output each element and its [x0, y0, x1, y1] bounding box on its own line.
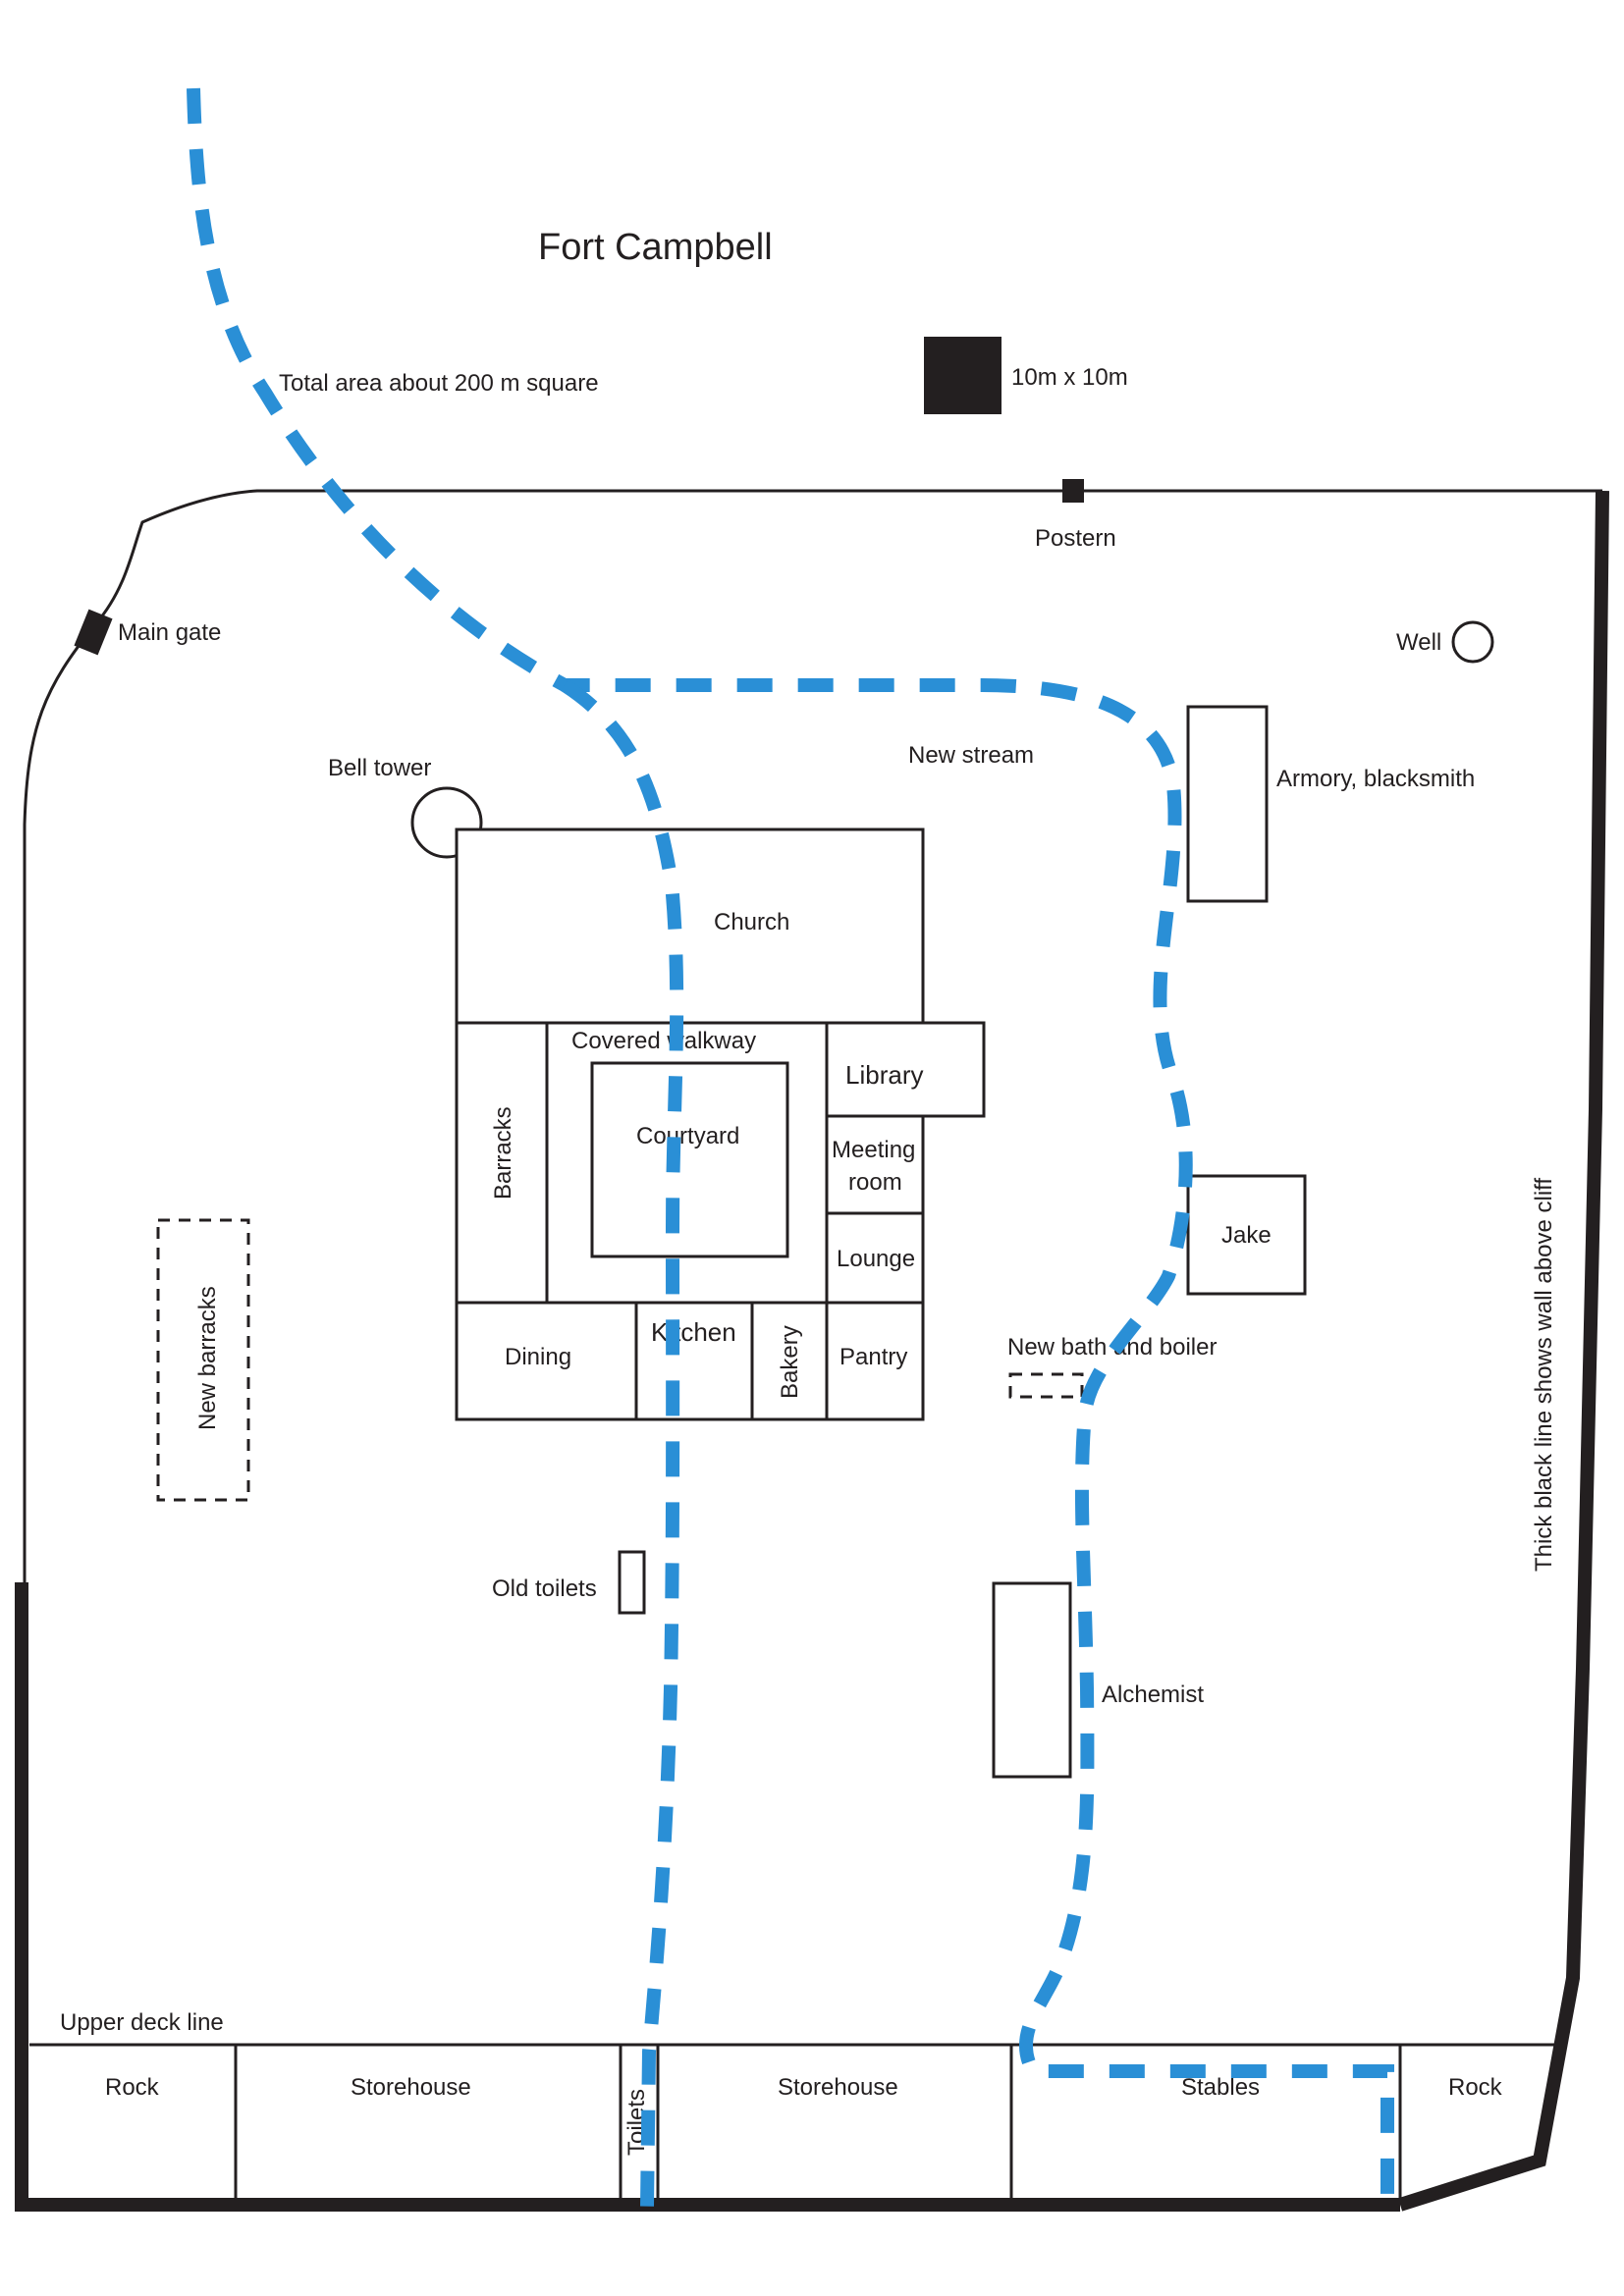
new-stream	[187, 87, 1394, 2207]
church-label: Church	[714, 909, 789, 935]
meeting-room	[825, 1114, 925, 1215]
courtyard-label: Courtyard	[636, 1123, 739, 1149]
cliff-note: Thick black line shows wall above cliff	[1531, 1178, 1557, 1572]
new-bath-and-boiler	[1008, 1372, 1084, 1399]
scale-legend-label: 10m x 10m	[1011, 364, 1128, 391]
well-label: Well	[1396, 629, 1441, 656]
new-barracks-label: New barracks	[194, 1286, 221, 1430]
lounge-label: Lounge	[837, 1246, 915, 1272]
postern-gate	[1062, 479, 1084, 503]
library	[825, 1021, 986, 1118]
scale-note: Total area about 200 m square	[279, 370, 599, 397]
lounge	[825, 1211, 925, 1305]
fort-wall	[23, 489, 1602, 1590]
cliff-wall-left-bottom	[15, 1582, 1400, 2212]
new-barracks	[156, 1218, 250, 1502]
map-title: Fort Campbell	[538, 227, 773, 268]
deck-room-stables: Stables	[1181, 2074, 1260, 2101]
postern-label: Postern	[1035, 525, 1116, 552]
old-toilets-label: Old toilets	[492, 1575, 597, 1602]
bell-tower-label: Bell tower	[328, 755, 431, 781]
jake	[1186, 1174, 1307, 1296]
armory-label: Armory, blacksmith	[1276, 766, 1475, 792]
bakery	[750, 1301, 829, 1421]
meeting-room-label-line2: room	[848, 1169, 902, 1196]
dining	[455, 1301, 638, 1421]
dining-label: Dining	[505, 1344, 571, 1370]
armory-blacksmith	[1186, 705, 1269, 903]
pantry	[825, 1301, 925, 1421]
well-icon	[1451, 620, 1494, 664]
cliff-wall-right	[1397, 490, 1609, 2212]
church	[455, 828, 925, 1025]
deck-room-rock-left: Rock	[105, 2074, 160, 2101]
upper-deck-label: Upper deck line	[60, 2009, 224, 2036]
barracks-label: Barracks	[490, 1106, 516, 1200]
pantry-label: Pantry	[839, 1344, 907, 1370]
deck-room-storehouse-left: Storehouse	[351, 2074, 471, 2101]
alchemist	[992, 1581, 1072, 1779]
jake-label: Jake	[1221, 1222, 1272, 1249]
covered-walkway-label: Covered walkway	[571, 1028, 756, 1054]
main-gate-label: Main gate	[118, 619, 221, 646]
deck-room-rock-right: Rock	[1448, 2074, 1503, 2101]
deck-room-storehouse-right: Storehouse	[778, 2074, 898, 2101]
courtyard	[590, 1061, 789, 1258]
alchemist-label: Alchemist	[1102, 1682, 1204, 1708]
kitchen-label: Kitchen	[651, 1317, 736, 1347]
meeting-room-label-line1: Meeting	[832, 1137, 915, 1163]
bakery-label: Bakery	[777, 1325, 803, 1399]
library-label: Library	[845, 1060, 923, 1090]
main-gate	[74, 609, 113, 656]
scale-square	[924, 337, 1001, 414]
new-stream-branch	[561, 679, 684, 2208]
new-stream-label: New stream	[908, 742, 1034, 769]
old-toilets	[618, 1550, 646, 1615]
